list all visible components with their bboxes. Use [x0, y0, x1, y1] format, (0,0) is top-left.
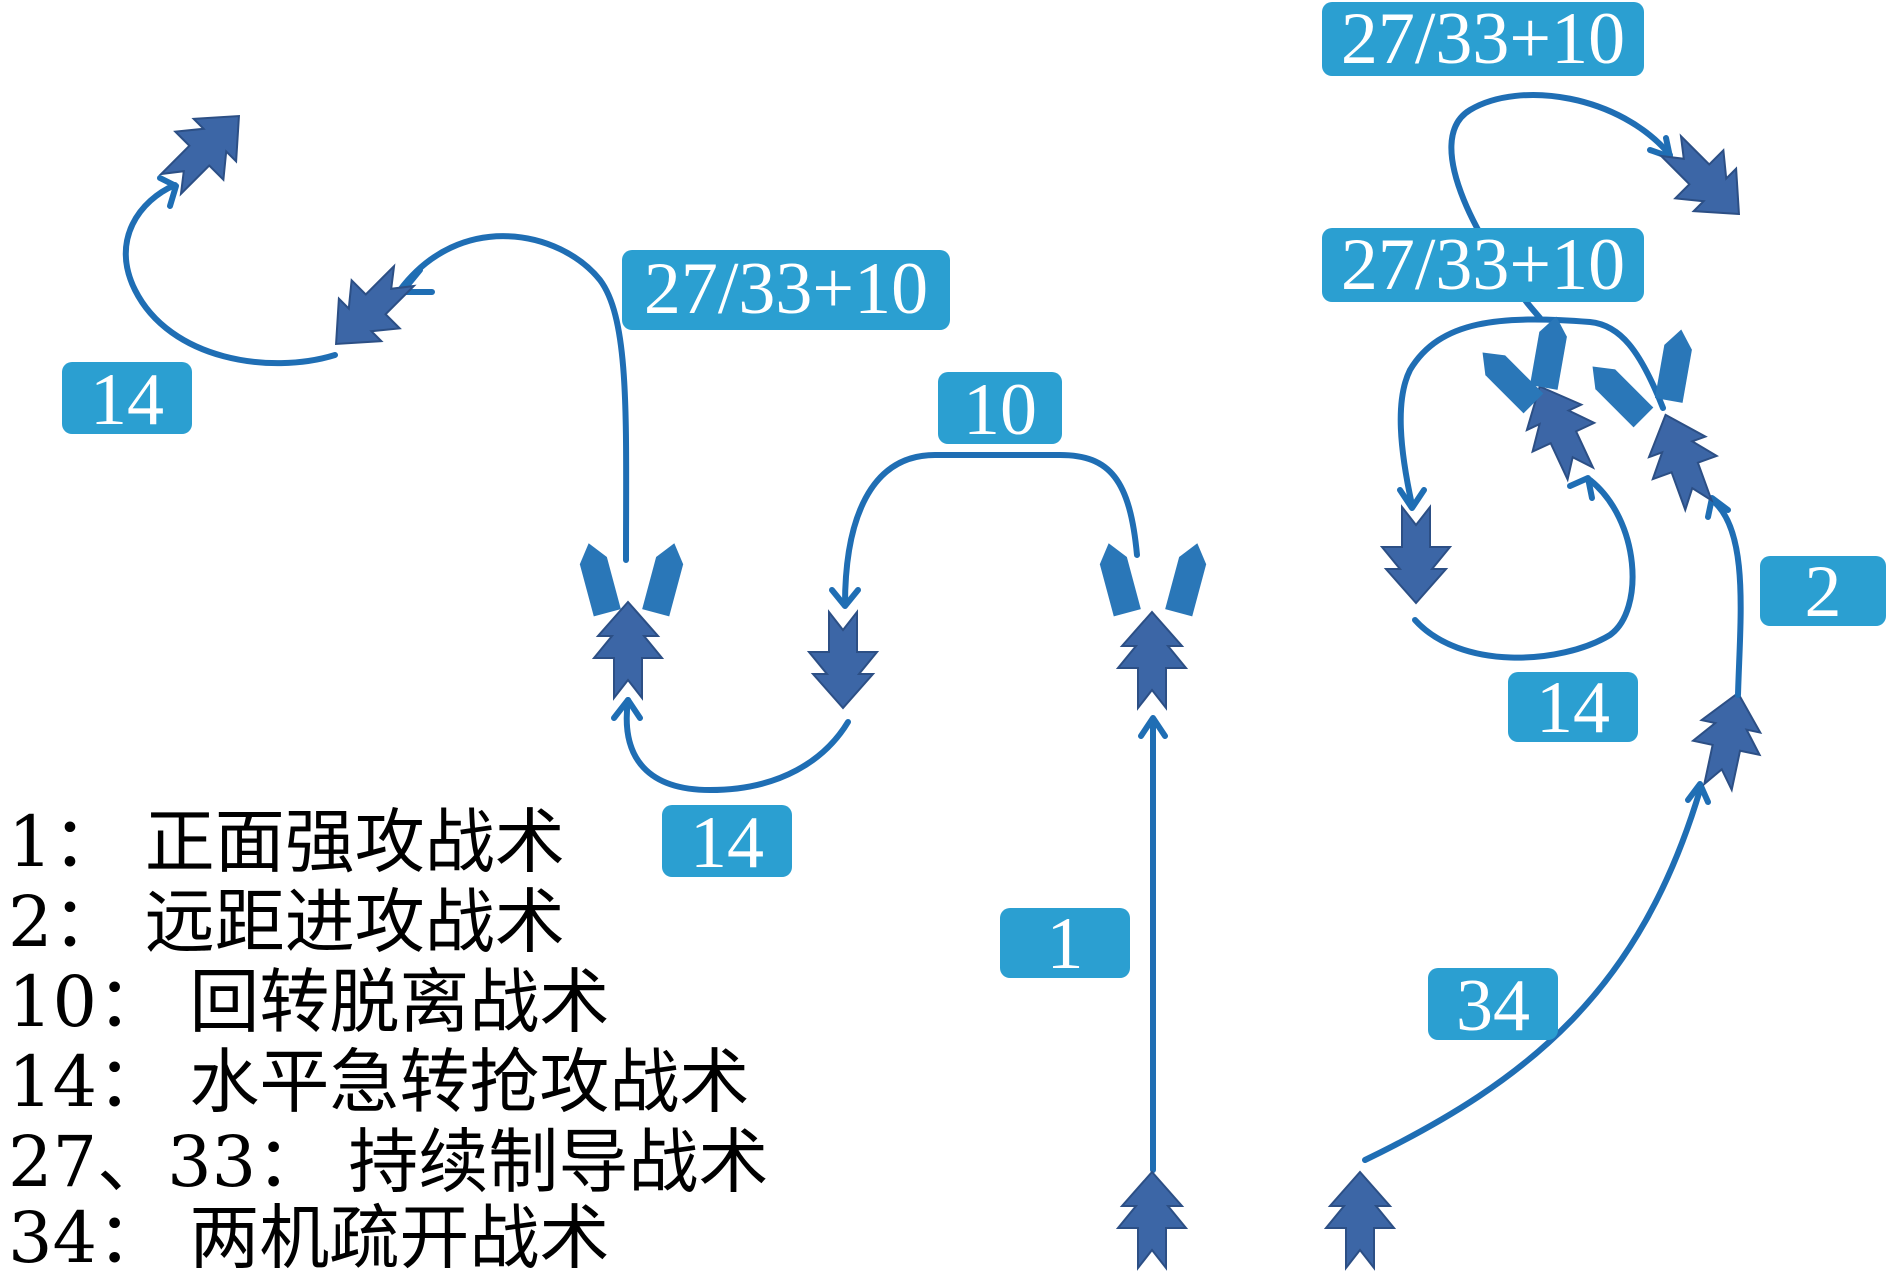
tag-14-right: 14: [1508, 667, 1638, 749]
tag-14-mid: 14: [662, 802, 792, 884]
ship-left-b: [642, 539, 688, 617]
tag-27-right-top: 27/33+10: [1322, 0, 1644, 80]
diagram-mark: 10: [963, 369, 1037, 451]
path-left-14: [122, 182, 338, 367]
arrowhead: [1397, 487, 1427, 511]
tag-14-left: 14: [62, 359, 192, 441]
path-2: [1709, 497, 1744, 698]
jet-bottom-34: [1325, 1171, 1395, 1269]
ship-left-a: [575, 539, 621, 617]
jet-bottom-1: [1117, 1171, 1187, 1269]
arrowhead: [1138, 715, 1168, 739]
jet-left-mid: [593, 601, 663, 699]
diagram-mark: [62, 362, 192, 434]
path-34: [1362, 787, 1703, 1163]
arrowhead: [157, 175, 179, 209]
arrowhead: [1567, 475, 1595, 501]
legend-item-10: 10： 回转脱离战术: [8, 961, 609, 1043]
path-right-14: [1412, 477, 1636, 661]
ship-right-d: [1654, 327, 1696, 403]
legend: 1： 正面强攻战术 2： 远距进攻战术 10： 回转脱离战术 14： 水平急转抢…: [8, 801, 768, 1279]
diagram-mark: [1322, 228, 1644, 302]
ship-right-b: [1529, 314, 1571, 390]
arrowhead: [1705, 495, 1731, 520]
diagram-mark: 2: [1805, 551, 1842, 633]
arrowhead: [1685, 781, 1711, 805]
legend-item-27-33: 27、33： 持续制导战术: [8, 1121, 768, 1203]
tag-27-left: 27/33+10: [622, 248, 950, 330]
diagram-mark: [1508, 672, 1638, 742]
path-left-27: [397, 233, 630, 563]
legend-item-1: 1： 正面强攻战术: [8, 801, 565, 883]
path-right-27-mid: [1397, 316, 1666, 508]
diagram-mark: [1760, 556, 1886, 626]
diagram-mark: 34: [1456, 965, 1530, 1047]
jet-mid-down: [808, 611, 878, 709]
jet-right-34: [1683, 684, 1773, 796]
legend-item-14: 14： 水平急转抢攻战术: [8, 1041, 749, 1123]
legend-item-34: 34： 两机疏开战术: [8, 1197, 609, 1279]
tag-2: 2: [1760, 551, 1886, 633]
jet-right-14-down: [1381, 506, 1451, 604]
diagram-mark: 1: [1047, 903, 1084, 985]
ship-mid-b: [1165, 539, 1211, 617]
diagram-mark: 14: [90, 359, 164, 441]
path-mid-14: [623, 697, 851, 794]
diagram-mark: [1000, 908, 1130, 978]
diagram-mark: 27/33+10: [644, 248, 928, 330]
arrowhead: [829, 587, 861, 609]
jet-mid-right: [1117, 611, 1187, 709]
diagram-mark: [622, 250, 950, 330]
tag-27-right-mid: 27/33+10: [1322, 224, 1644, 306]
diagram-mark: 14: [690, 802, 764, 884]
diagram-mark: [1322, 2, 1644, 76]
diagram-mark: [938, 372, 1062, 444]
jet-left-upper: [311, 251, 429, 369]
legend-item-2: 2： 远距进攻战术: [8, 881, 565, 963]
arrowhead: [611, 697, 643, 721]
diagram-mark: [662, 805, 792, 877]
tag-1: 1: [1000, 903, 1130, 985]
diagram-mark: 27/33+10: [1341, 224, 1625, 306]
tag-34: 34: [1428, 965, 1558, 1047]
diagram-mark: 14: [1536, 667, 1610, 749]
diagram-mark: [1428, 968, 1558, 1040]
diagram-mark: 27/33+10: [1341, 0, 1625, 80]
tag-10: 10: [938, 369, 1062, 451]
path-mid-10: [842, 452, 1140, 608]
